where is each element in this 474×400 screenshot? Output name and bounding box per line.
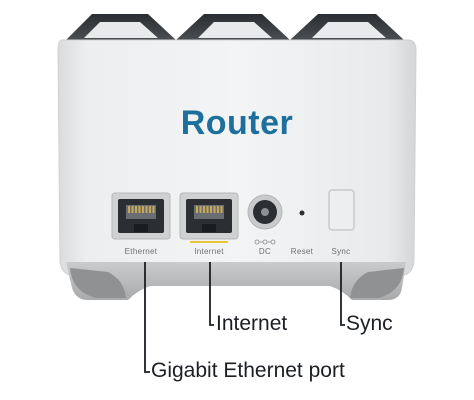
- device-title: Router: [180, 104, 294, 142]
- sync-button: [328, 189, 355, 231]
- internet-accent-line: [190, 241, 228, 243]
- router-base: [66, 262, 406, 300]
- callout-ethernet: Gigabit Ethernet port: [151, 359, 345, 382]
- port-label-dc: DC: [258, 247, 272, 256]
- dc-power-jack: [247, 194, 283, 245]
- callout-lines: [144, 262, 345, 373]
- internet-port: [179, 192, 239, 240]
- callout-line-internet: [209, 262, 214, 326]
- callout-line-ethernet: [144, 262, 150, 373]
- port-label-sync: Sync: [331, 247, 351, 256]
- router-body: [57, 39, 417, 277]
- port-label-ethernet: Ethernet: [124, 247, 158, 256]
- callout-line-sync: [340, 262, 345, 326]
- port-label-reset: Reset: [290, 247, 314, 256]
- callout-sync: Sync: [346, 312, 393, 335]
- top-vents: [66, 14, 404, 40]
- callout-internet: Internet: [216, 312, 288, 335]
- port-label-internet: Internet: [194, 247, 224, 256]
- ethernet-port: [111, 192, 171, 240]
- reset-pinhole: [299, 210, 305, 216]
